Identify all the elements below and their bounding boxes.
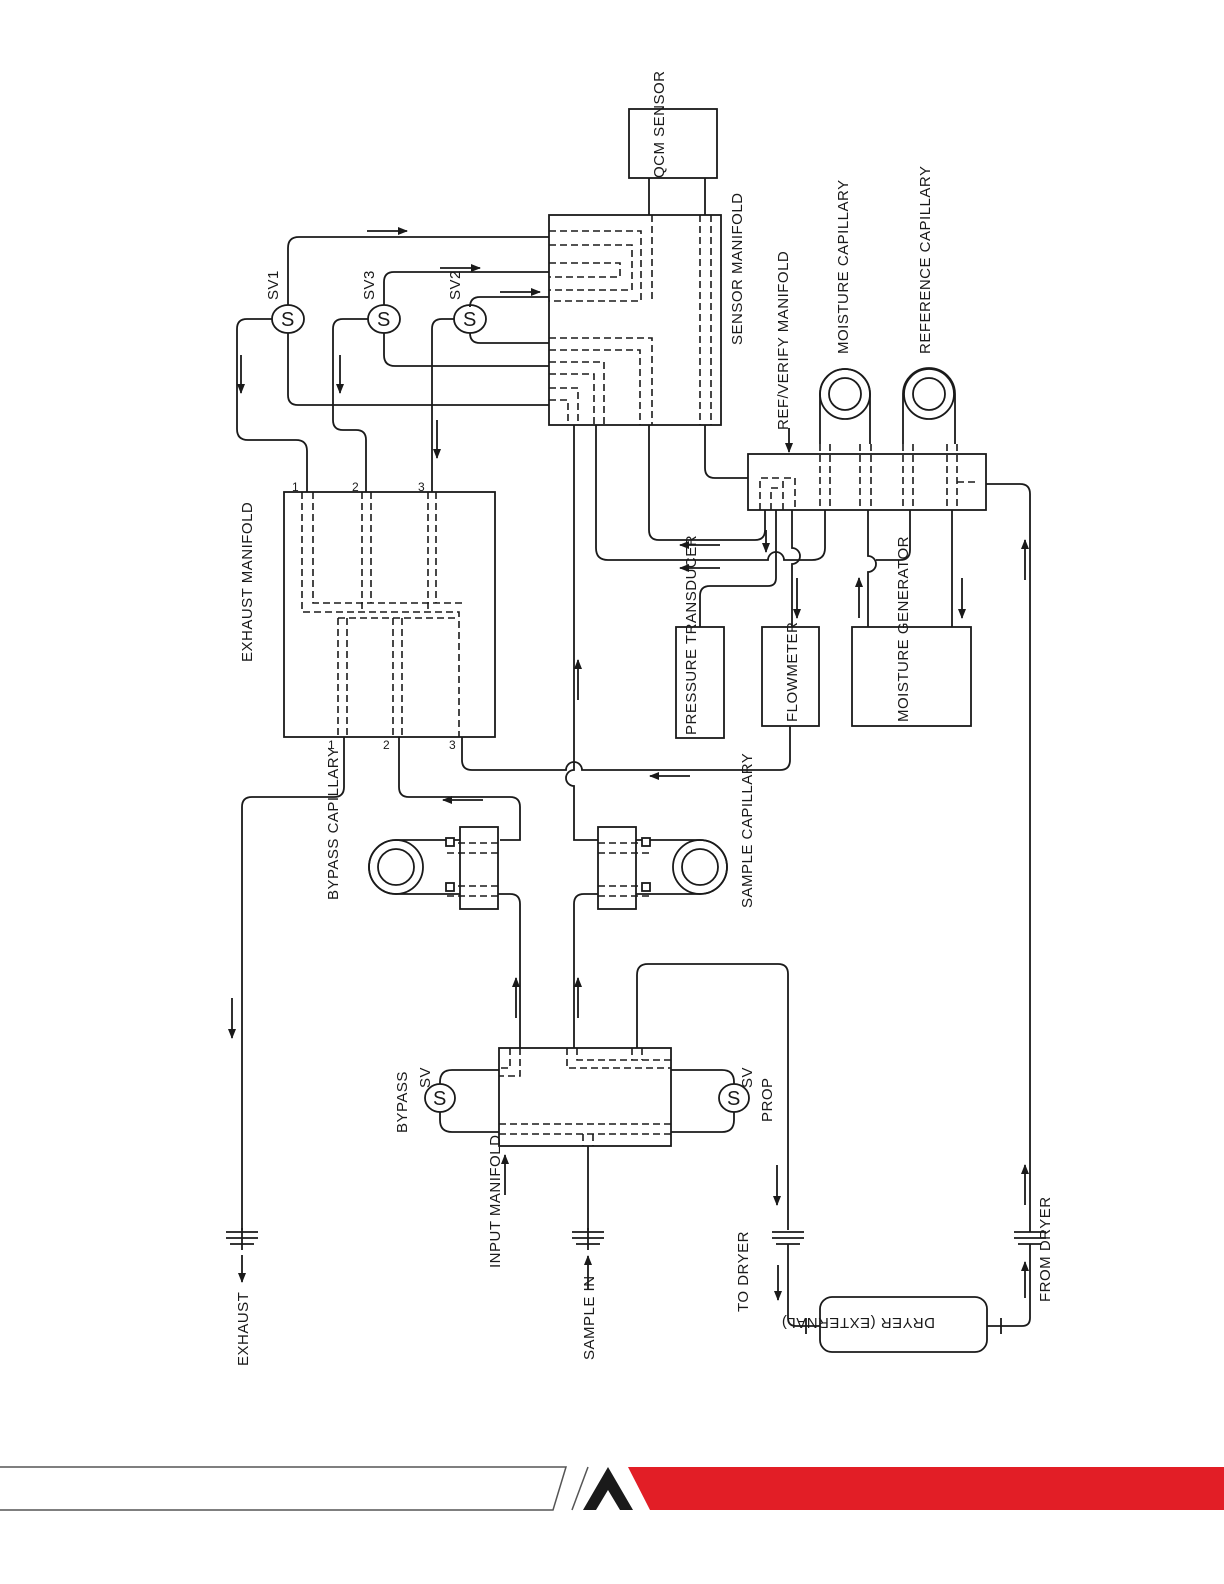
moisture-capillary: MOISTURE CAPILLARY <box>819 179 871 444</box>
pressure-transducer-label: PRESSURE TRANSDUCER <box>683 535 700 735</box>
reference-capillary: REFERENCE CAPILLARY <box>902 166 956 444</box>
bypass-sv-tag: SV <box>417 1067 434 1088</box>
qcm-label: QCM SENSOR <box>651 70 668 178</box>
input-manifold: INPUT MANIFOLD <box>487 963 789 1268</box>
reference-capillary-label: REFERENCE CAPILLARY <box>917 166 934 354</box>
from-dryer-fitting: FROM DRYER <box>986 483 1054 1327</box>
exhaust-port-1-bottom: 1 <box>328 738 335 752</box>
footer-red-bar <box>628 1467 1224 1510</box>
bypass-sv-symbol: S <box>433 1088 446 1110</box>
exhaust-manifold: 1 2 3 1 2 3 EXHAUST MANIFOLD <box>239 480 496 752</box>
ref-verify-manifold: REF/VERIFY MANIFOLD <box>704 251 987 511</box>
bypass-capillary: BYPASS CAPILLARY <box>325 747 521 1048</box>
footer-banner <box>0 1466 1224 1511</box>
sv1-symbol: S <box>281 309 294 331</box>
to-dryer-label: TO DRYER <box>735 1231 752 1312</box>
dryer-external: DRYER (EXTERNAL) <box>781 1296 1002 1353</box>
sample-in-fitting: SAMPLE IN <box>572 1228 604 1360</box>
prop-sv: S SV PROP <box>671 1067 776 1133</box>
sensor-manifold-label: SENSOR MANIFOLD <box>729 192 746 345</box>
sv3-symbol: S <box>377 309 390 331</box>
exhaust-bottom-tubing <box>228 726 791 1230</box>
brand-logo-icon <box>583 1467 633 1510</box>
sv3-valve: S SV3 <box>361 270 401 334</box>
sample-capillary-label: SAMPLE CAPILLARY <box>739 753 756 908</box>
exhaust-label: EXHAUST <box>235 1292 252 1366</box>
sv1-valve: S SV1 <box>265 270 305 334</box>
prop-sv-label: PROP <box>759 1077 776 1122</box>
exhaust-port-2-top: 2 <box>352 480 359 494</box>
exhaust-manifold-label: EXHAUST MANIFOLD <box>239 502 256 662</box>
prop-sv-tag: SV <box>739 1067 756 1088</box>
from-dryer-label: FROM DRYER <box>1037 1196 1054 1302</box>
moisture-generator: MOISTURE GENERATOR <box>851 536 972 727</box>
sv-tubing <box>236 227 549 492</box>
to-dryer-fitting: TO DRYER <box>735 1231 820 1327</box>
pressure-transducer: PRESSURE TRANSDUCER <box>675 535 725 739</box>
flowmeter-label: FLOWMETER <box>784 622 801 722</box>
exhaust-port-2-bottom: 2 <box>383 738 390 752</box>
sv3-label: SV3 <box>361 270 378 300</box>
qcm-sensor: QCM SENSOR <box>628 70 718 215</box>
input-manifold-label: INPUT MANIFOLD <box>487 1135 504 1268</box>
sv2-valve: S SV2 <box>447 270 487 334</box>
dryer-label: DRYER (EXTERNAL) <box>781 1314 935 1331</box>
sv2-label: SV2 <box>447 270 464 300</box>
exhaust-port-3-bottom: 3 <box>449 738 456 752</box>
sv1-label: SV1 <box>265 270 282 300</box>
bypass-capillary-label: BYPASS CAPILLARY <box>325 747 342 900</box>
flowmeter: FLOWMETER <box>761 622 820 727</box>
prop-sv-symbol: S <box>727 1088 740 1110</box>
moisture-generator-label: MOISTURE GENERATOR <box>895 536 912 722</box>
ref-verify-label: REF/VERIFY MANIFOLD <box>775 251 792 430</box>
exhaust-fitting: EXHAUST <box>226 1228 258 1366</box>
sensor-manifold: SENSOR MANIFOLD <box>548 192 746 426</box>
sample-in-label: SAMPLE IN <box>581 1275 598 1360</box>
exhaust-port-3-top: 3 <box>418 480 425 494</box>
sample-capillary: SAMPLE CAPILLARY <box>573 753 756 1048</box>
bypass-sv-label: BYPASS <box>394 1071 411 1133</box>
exhaust-port-1-top: 1 <box>292 480 299 494</box>
bypass-sv: S SV BYPASS <box>394 1067 499 1133</box>
lower-tubing <box>565 425 966 830</box>
moisture-capillary-label: MOISTURE CAPILLARY <box>835 179 852 354</box>
sv2-symbol: S <box>463 309 476 331</box>
